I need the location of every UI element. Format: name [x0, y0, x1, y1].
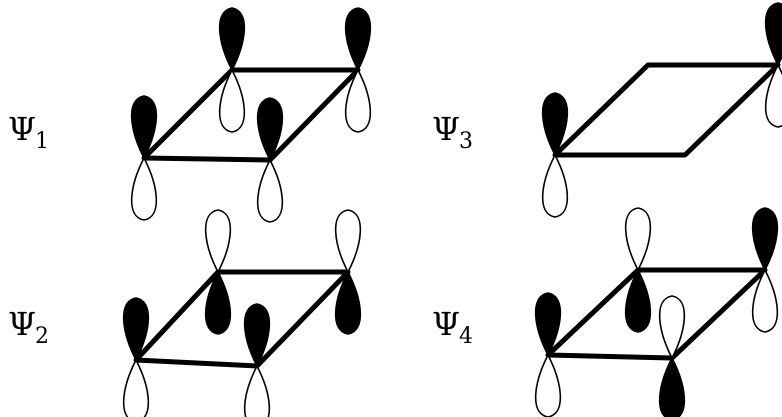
orbital-psi-2: Ψ2 [8, 209, 362, 417]
p-orbital-upper-lobe [243, 303, 271, 368]
p-orbital-lower-lobe [204, 270, 232, 335]
p-orbital-lower-lobe [764, 63, 782, 128]
p-orbital-upper-lobe [751, 207, 779, 272]
p-orbital-upper-lobe [334, 209, 362, 274]
p-orbital-upper-lobe [204, 209, 232, 274]
psi-subscript: 3 [459, 129, 473, 154]
p-orbital-lower-lobe [658, 356, 686, 417]
psi-symbol: Ψ [432, 110, 460, 148]
ring-bonds [545, 267, 768, 361]
p-orbital-upper-lobe [658, 295, 686, 360]
ring-bonds [133, 269, 351, 369]
p-orbital-upper-lobe [624, 207, 652, 272]
p-orbital-lower-lobe [344, 68, 372, 133]
psi-symbol: Ψ [432, 305, 460, 343]
p-orbital-upper-lobe [534, 292, 562, 357]
p-orbital-lower-lobe [122, 358, 150, 417]
orbital-psi-3: Ψ3 [432, 2, 782, 218]
p-orbital-lower-lobe [130, 156, 158, 221]
p-orbital-lower-lobe [218, 68, 246, 133]
p-orbital-upper-lobe [344, 7, 372, 72]
orbital-psi-1: Ψ1 [8, 7, 372, 223]
p-orbital-lower-lobe [256, 158, 284, 223]
p-orbital-upper-lobe [541, 92, 569, 157]
p-orbital-lower-lobe [751, 268, 779, 333]
orbital-psi-4: Ψ4 [432, 207, 779, 417]
p-orbital-lower-lobe [243, 364, 271, 417]
p-orbital-upper-lobe [130, 95, 158, 160]
psi-symbol: Ψ [8, 305, 36, 343]
p-orbital-lower-lobe [624, 268, 652, 333]
psi-symbol: Ψ [8, 110, 36, 148]
p-orbital-upper-lobe [122, 297, 150, 362]
p-orbital-lower-lobe [534, 353, 562, 417]
p-orbital-upper-lobe [218, 7, 246, 72]
p-orbital-lower-lobe [541, 153, 569, 218]
psi-subscript: 2 [35, 324, 49, 349]
p-orbital-upper-lobe [764, 2, 782, 67]
psi-subscript: 1 [35, 129, 49, 154]
ring-bonds [141, 67, 361, 163]
ring-bonds [552, 62, 781, 158]
psi-subscript: 4 [459, 324, 473, 349]
p-orbital-lower-lobe [334, 270, 362, 335]
p-orbital-upper-lobe [256, 97, 284, 162]
